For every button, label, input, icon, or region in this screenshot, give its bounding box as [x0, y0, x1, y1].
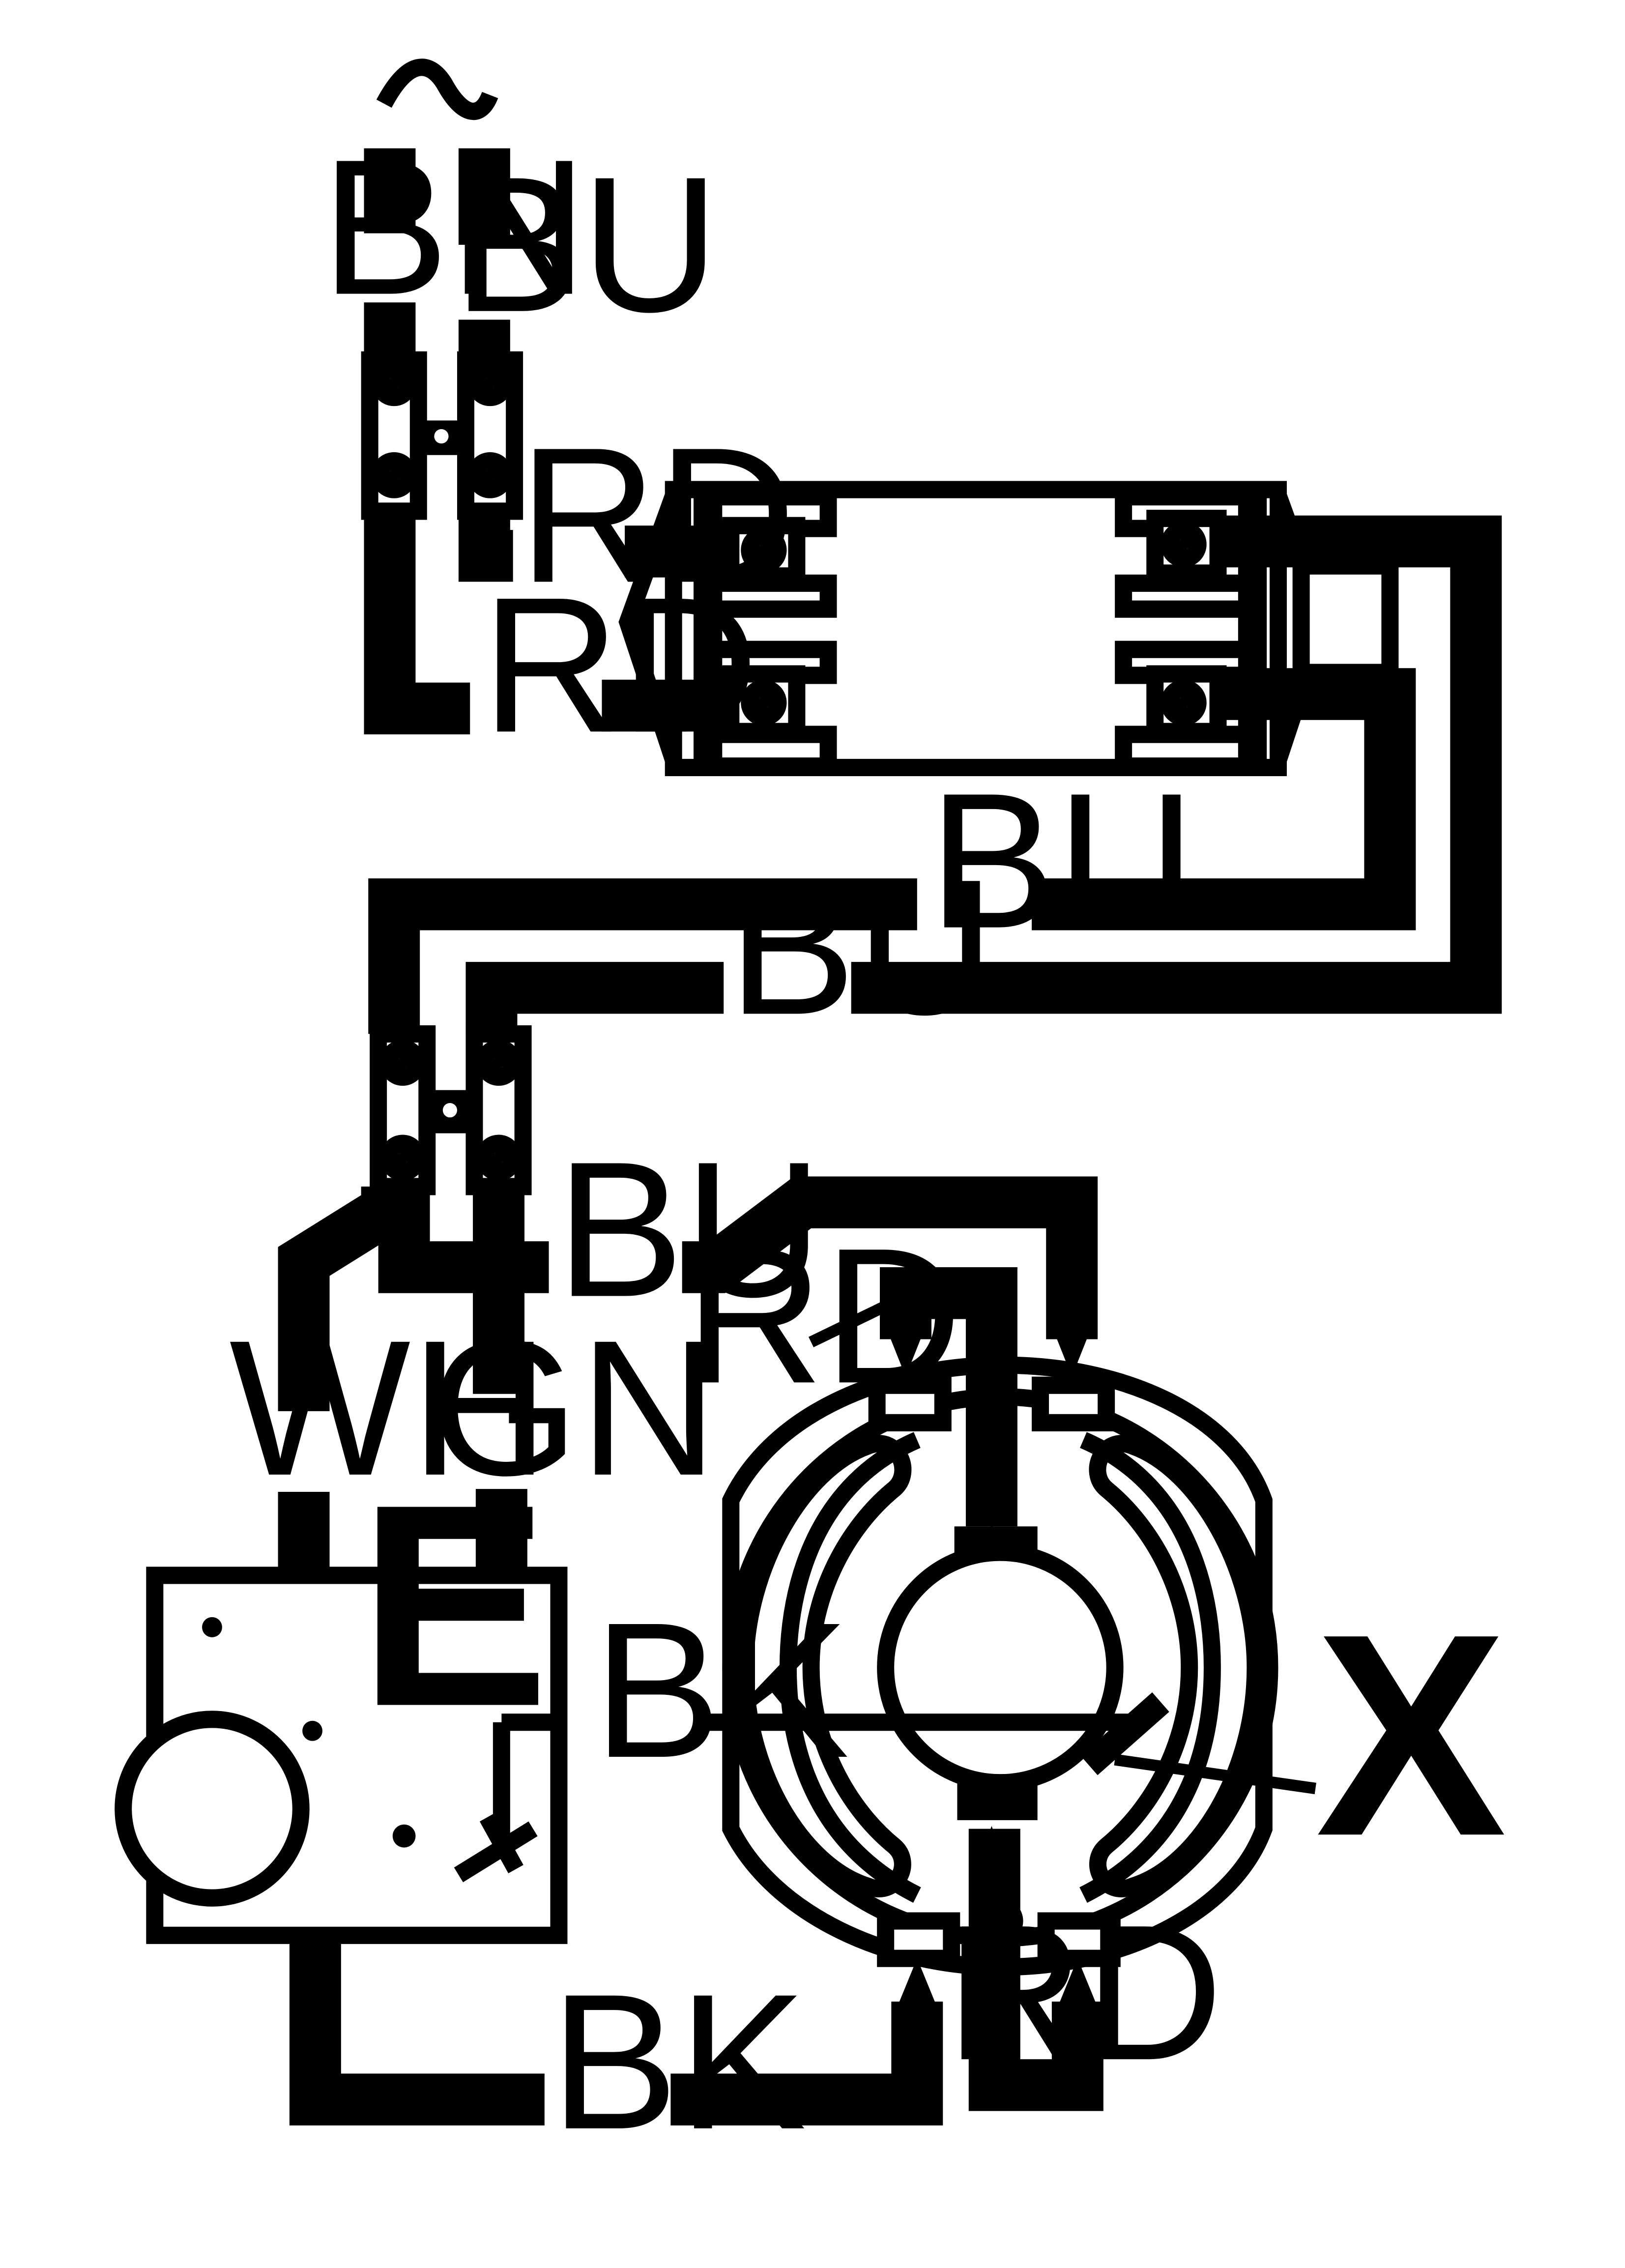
screw-icon	[379, 1134, 426, 1181]
label-bu-right: BU	[728, 839, 995, 1055]
label-rd-top-brush: RD	[685, 1207, 962, 1423]
screw-icon	[371, 360, 417, 407]
screw-icon	[1161, 679, 1207, 726]
label-x-marker: X	[1315, 1574, 1508, 1896]
screw-icon	[475, 1040, 522, 1086]
motor	[722, 1356, 1278, 1976]
screw-icon	[741, 679, 787, 726]
screw-icon	[371, 452, 417, 498]
screw-icon	[467, 452, 513, 498]
label-gn: GN	[430, 1300, 718, 1515]
label-bu-mid: BU	[929, 753, 1195, 968]
arrow-icons	[888, 1333, 1098, 2007]
label-wh: WH	[229, 1300, 549, 1515]
wires	[364, 511, 1502, 1034]
wire-labels: ~ BN BU RD RD BU BU BU RD WH GN E BK X R…	[0, 0, 1508, 2169]
screw-icon	[741, 527, 787, 573]
label-bk-lower: BK	[550, 1953, 806, 2169]
label-switch-e: E	[358, 1444, 550, 1766]
label-rd-lower: RD	[482, 556, 759, 772]
label-bn: BN	[321, 119, 588, 335]
label-rd-bottom-brush: RD	[946, 1884, 1223, 2100]
ac-symbol	[376, 58, 498, 120]
screw-icon	[1161, 521, 1207, 568]
screw-icon	[467, 360, 513, 407]
label-bk-upper: BK	[593, 1582, 849, 1798]
screw-icon	[475, 1134, 522, 1181]
label-bu-supply: BU	[453, 136, 720, 352]
motor-terminal-block	[370, 1025, 532, 1195]
label-bu-lower: BU	[556, 1121, 823, 1337]
label-rd-upper: RD	[519, 407, 796, 623]
switch-unit	[115, 1567, 568, 1944]
screw-icon	[379, 1040, 426, 1086]
ac-supply-symbol: ~	[0, 0, 112, 41]
